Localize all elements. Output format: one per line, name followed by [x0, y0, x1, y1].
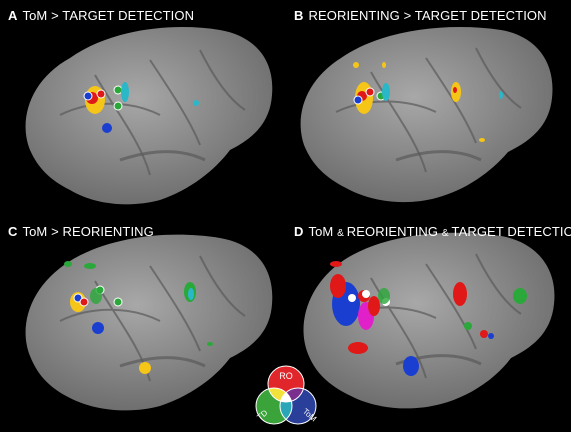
- panel-a-label: A ToM > TARGET DETECTION: [8, 8, 194, 23]
- venn-center-overlap: [280, 388, 292, 402]
- activation-clusters-d: [330, 261, 527, 376]
- panel-d-title-tom: ToM: [308, 224, 338, 239]
- venn-legend: RO TD ToM: [250, 362, 322, 430]
- panel-a-title: ToM > TARGET DETECTION: [22, 8, 195, 23]
- panel-d: D ToM & REORIENTING & TARGET DETECTION: [286, 216, 571, 432]
- venn-ro-label: RO: [279, 371, 293, 381]
- panel-b: B REORIENTING > TARGET DETECTION: [286, 0, 571, 216]
- panel-c-letter: C: [8, 224, 18, 239]
- panel-d-title-amp1: &: [337, 228, 347, 239]
- panel-b-title: REORIENTING > TARGET DETECTION: [308, 8, 547, 23]
- brain-surface-d: [303, 232, 555, 409]
- panel-a-letter: A: [8, 8, 18, 23]
- brain-surface-a: [25, 27, 273, 205]
- panel-b-letter: B: [294, 8, 304, 23]
- panel-d-label: D ToM & REORIENTING & TARGET DETECTION: [294, 224, 571, 239]
- panel-c-label: C ToM > REORIENTING: [8, 224, 154, 239]
- panel-c: C ToM > REORIENTING: [0, 216, 285, 432]
- activation-clusters-a: [83, 82, 199, 133]
- panel-d-title-target-detection: TARGET DETECTION: [451, 224, 571, 239]
- panel-b-label: B REORIENTING > TARGET DETECTION: [294, 8, 547, 23]
- venn-diagram: RO TD ToM: [255, 365, 319, 425]
- panel-d-letter: D: [294, 224, 304, 239]
- activation-clusters-c: [64, 261, 213, 374]
- panel-c-title: ToM > REORIENTING: [22, 224, 154, 239]
- brain-surface-c: [25, 234, 273, 411]
- panel-a: A ToM > TARGET DETECTION: [0, 0, 285, 216]
- activation-clusters-b: [353, 62, 503, 142]
- panel-d-title-reorienting: REORIENTING: [346, 224, 442, 239]
- brain-surface-b: [300, 27, 553, 203]
- panel-d-title-amp2: &: [441, 228, 452, 239]
